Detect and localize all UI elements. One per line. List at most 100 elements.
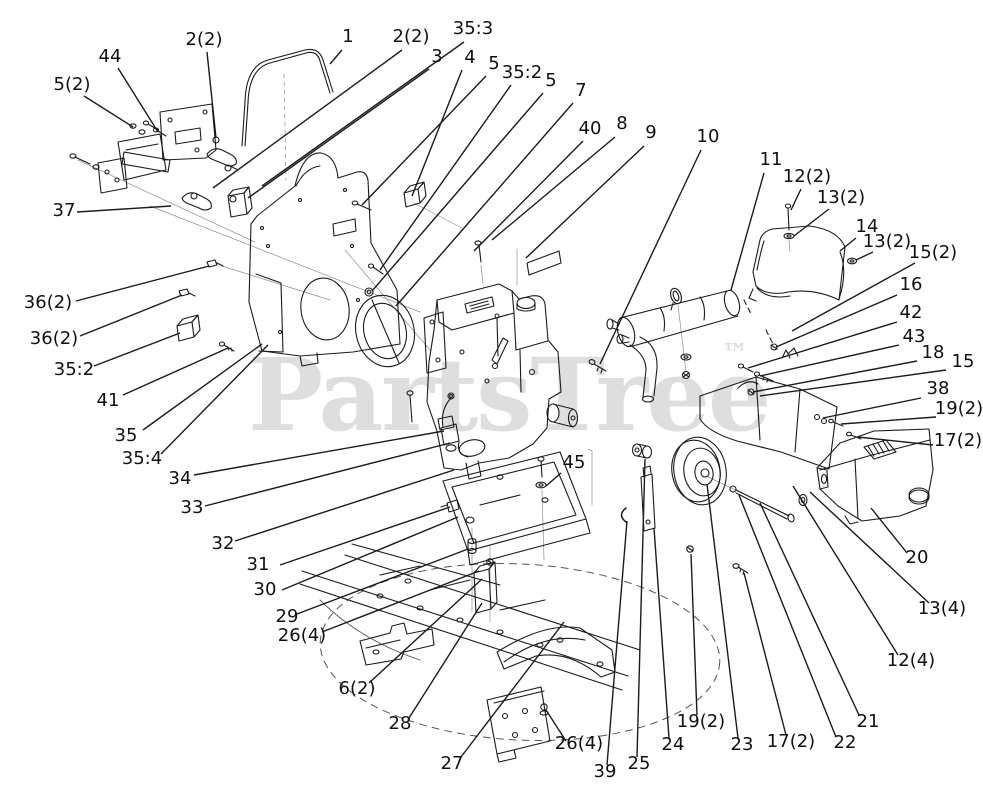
callout-leader-8: [491, 136, 616, 241]
callout-leader-4: [411, 69, 463, 197]
callout-label-13(4): 13(4): [918, 598, 966, 619]
callout-leader-2(2): [206, 51, 217, 139]
callout-label-17(2): 17(2): [767, 731, 815, 752]
callout-leader-13(4): [809, 491, 930, 604]
callout-leader-17(2): [743, 572, 787, 736]
callout-label-8: 8: [616, 113, 627, 134]
callout-leader-3: [247, 68, 430, 199]
callout-label-2(2): 2(2): [393, 26, 430, 47]
callout-leader-5: [371, 92, 544, 292]
callout-label-14: 14: [856, 216, 879, 237]
callout-label-34: 34: [169, 468, 192, 489]
callout-leader-7: [395, 102, 574, 307]
callout-leader-32: [234, 469, 455, 542]
callout-label-37: 37: [53, 200, 76, 221]
callout-leader-26(4): [545, 709, 567, 742]
callout-leader-21: [759, 502, 860, 716]
callout-leader-43: [759, 344, 900, 377]
callout-label-36(2): 36(2): [30, 328, 78, 349]
callout-label-1: 1: [342, 26, 353, 47]
callout-leader-38: [822, 397, 922, 419]
callout-leader-14: [839, 237, 857, 252]
callout-leader-39: [606, 520, 628, 766]
callout-label-29: 29: [276, 606, 299, 627]
callout-leader-13(2): [793, 208, 830, 237]
callout-label-27: 27: [441, 753, 464, 774]
callout-label-19(2): 19(2): [935, 398, 983, 419]
callout-label-24: 24: [662, 734, 685, 755]
callout-leader-19(2): [840, 416, 937, 425]
callout-label-35:3: 35:3: [453, 18, 493, 39]
callout-leader-45: [545, 472, 562, 487]
deck-outline-dashed: [316, 554, 725, 751]
callout-leader-35:2: [379, 84, 512, 271]
callout-leader-35:4: [160, 344, 269, 455]
callout-label-15: 15: [952, 351, 975, 372]
callout-label-31: 31: [247, 554, 270, 575]
callout-leader-11: [730, 172, 765, 291]
callout-leader-34: [193, 430, 445, 476]
callout-label-43: 43: [903, 326, 926, 347]
callout-label-4: 4: [464, 47, 475, 68]
callout-leader-36(2): [75, 265, 210, 302]
callout-label-12(4): 12(4): [887, 650, 935, 671]
callout-leader-37: [76, 205, 172, 213]
callout-leader-12(2): [790, 188, 802, 211]
callout-label-41: 41: [97, 390, 120, 411]
callout-leader-1: [329, 49, 343, 65]
callout-leader-29: [296, 548, 469, 615]
callout-label-36(2): 36(2): [24, 292, 72, 313]
muffler: [607, 287, 742, 402]
callout-label-13(2): 13(2): [817, 187, 865, 208]
callout-leader-36(2): [79, 294, 183, 337]
callout-leader-17(2): [857, 436, 934, 446]
muffler-shield: [749, 226, 857, 301]
callout-leader-28: [408, 602, 483, 719]
mounting-bracket-assembly: [70, 104, 252, 217]
callout-label-6(2): 6(2): [339, 678, 376, 699]
callout-leader-35:2: [93, 332, 181, 367]
heat-shield: [700, 300, 861, 469]
frame-hardware: [441, 457, 546, 613]
callout-leader-19(2): [690, 553, 698, 716]
callout-leader-12(4): [792, 485, 899, 656]
wire-loop: [242, 49, 333, 146]
callout-label-2(2): 2(2): [186, 29, 223, 50]
callout-leader-44: [117, 67, 159, 133]
callout-label-17(2): 17(2): [934, 430, 982, 451]
callout-label-44: 44: [99, 46, 122, 67]
engine-pulley: [622, 433, 808, 574]
callout-leader-31: [279, 506, 451, 566]
callout-label-35:4: 35:4: [122, 448, 162, 469]
callout-label-35:2: 35:2: [54, 359, 94, 380]
callout-leader-35:3: [261, 41, 465, 187]
foam-block-right: [352, 182, 426, 210]
callout-leader-16: [775, 294, 898, 348]
callout-leader-33: [204, 442, 451, 507]
callout-label-5: 5: [488, 53, 499, 74]
callout-label-28: 28: [389, 713, 412, 734]
callout-label-13(2): 13(2): [863, 231, 911, 252]
c-clip: [622, 508, 627, 522]
callout-leader-42: [747, 321, 898, 369]
callout-label-25: 25: [628, 753, 651, 774]
foam-block-left: [177, 315, 200, 341]
callout-leader-15(2): [791, 262, 916, 332]
callout-label-38: 38: [927, 378, 950, 399]
callout-label-40: 40: [579, 118, 602, 139]
engine-top-hardware: [475, 241, 606, 373]
fuel-tank: [817, 429, 933, 524]
callout-label-20: 20: [906, 547, 929, 568]
callout-leader-25: [636, 458, 646, 758]
callout-leader-5: [361, 75, 487, 206]
callout-label-12(2): 12(2): [783, 166, 831, 187]
callout-leader-18: [752, 360, 918, 393]
callout-label-11: 11: [760, 149, 783, 170]
callout-label-10: 10: [697, 126, 720, 147]
callout-leader-15: [759, 369, 947, 397]
callout-leader-2(2): [212, 49, 403, 189]
callout-leader-9: [525, 145, 645, 259]
callout-label-42: 42: [900, 302, 923, 323]
